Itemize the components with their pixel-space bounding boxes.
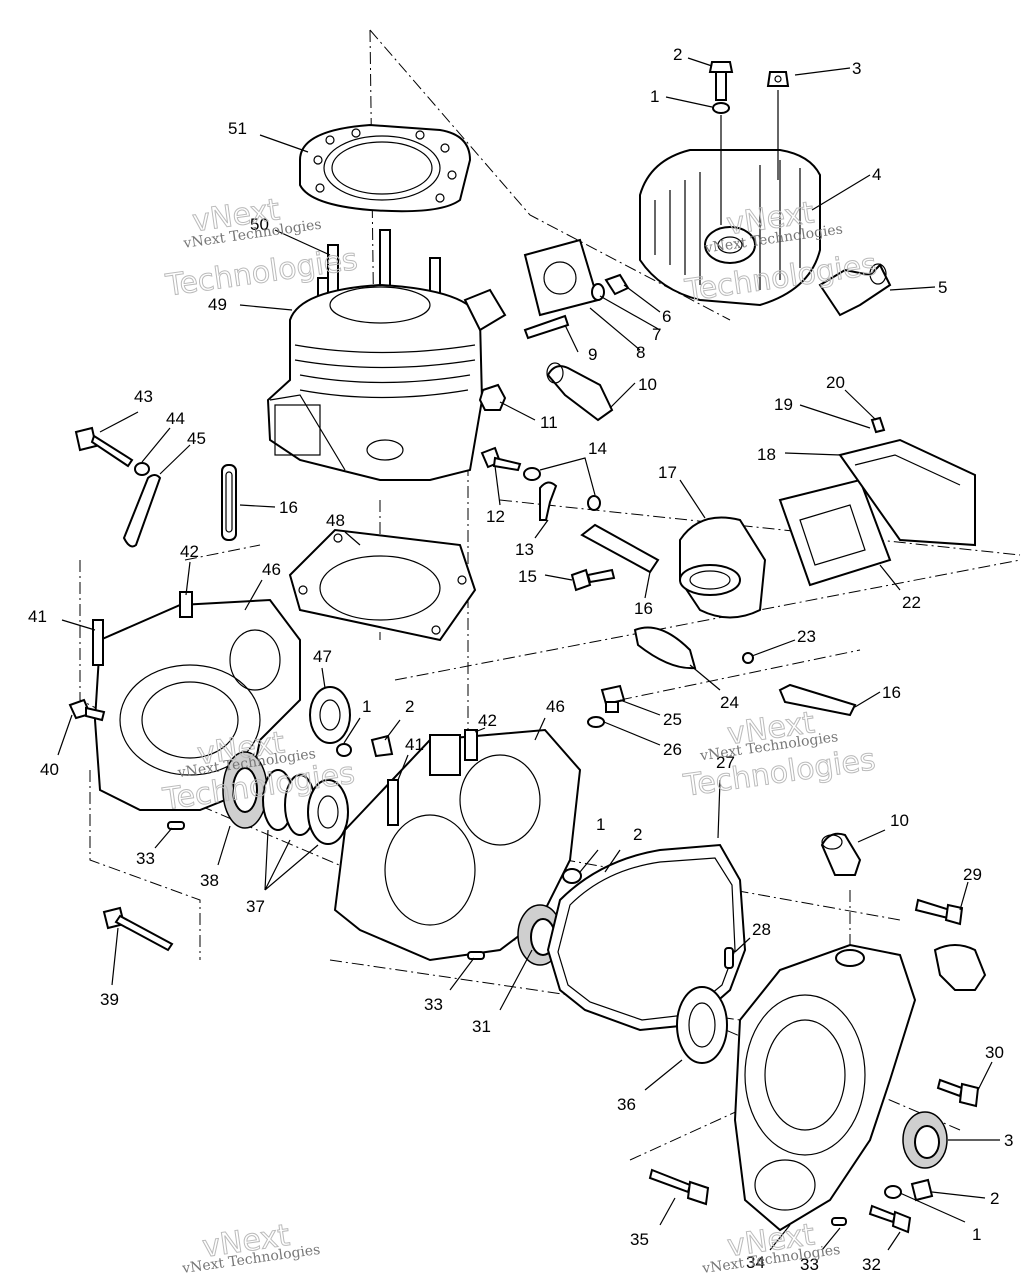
callout-48: 48 (326, 511, 345, 530)
callout-13: 13 (515, 540, 534, 559)
cover-gasket (546, 843, 747, 1032)
callout-15: 15 (518, 567, 537, 586)
callout-7: 7 (652, 325, 661, 344)
callout-1: 1 (650, 87, 659, 106)
callout-39: 39 (100, 990, 119, 1009)
callout-2: 2 (633, 825, 642, 844)
callout-46: 46 (546, 697, 565, 716)
callout-32: 32 (862, 1255, 881, 1274)
callout-3: 3 (1004, 1131, 1013, 1150)
callout-8: 8 (636, 343, 645, 362)
exhaust-gasket (523, 238, 630, 340)
callout-10: 10 (890, 811, 909, 830)
callout-33: 33 (800, 1255, 819, 1274)
callout-30: 30 (985, 1043, 1004, 1062)
plug (587, 684, 626, 728)
crankcase-cover (733, 943, 917, 1232)
callout-50: 50 (250, 215, 269, 234)
callout-20: 20 (826, 373, 845, 392)
callout-23: 23 (797, 627, 816, 646)
callout-31: 31 (472, 1017, 491, 1036)
callout-3: 3 (852, 59, 861, 78)
callout-16: 16 (279, 498, 298, 517)
callout-2: 2 (990, 1189, 999, 1208)
callout-18: 18 (757, 445, 776, 464)
callout-33: 33 (136, 849, 155, 868)
callout-43: 43 (134, 387, 153, 406)
callout-37: 37 (246, 897, 265, 916)
callout-24: 24 (720, 693, 739, 712)
pin-and-bearing (676, 947, 734, 1064)
callout-28: 28 (752, 920, 771, 939)
callout-17: 17 (658, 463, 677, 482)
callout-40: 40 (40, 760, 59, 779)
callout-10: 10 (638, 375, 657, 394)
callout-46: 46 (262, 560, 281, 579)
reed-assembly (778, 416, 976, 587)
callout-44: 44 (166, 409, 185, 428)
bearing-47 (309, 686, 351, 744)
callout-49: 49 (208, 295, 227, 314)
nut-11 (478, 383, 507, 411)
callout-4: 4 (872, 165, 881, 184)
hose-fitting-top (546, 362, 614, 422)
elbow-fitting (818, 263, 892, 317)
callout-35: 35 (630, 1230, 649, 1249)
callout-12: 12 (486, 507, 505, 526)
callout-labels: 2 3 1 4 5 6 7 8 9 10 11 12 13 14 15 16 1… (28, 45, 1013, 1274)
callout-45: 45 (187, 429, 206, 448)
leader-lines (57, 57, 1000, 1251)
bolt-15 (570, 568, 616, 592)
callout-26: 26 (663, 740, 682, 759)
hose-fitting-right (820, 832, 987, 991)
callout-42: 42 (478, 711, 497, 730)
callout-16: 16 (634, 599, 653, 618)
bolt-40 (68, 698, 106, 722)
callout-38: 38 (200, 871, 219, 890)
callout-1: 1 (362, 697, 371, 716)
dowels (167, 821, 847, 1226)
callout-6: 6 (662, 307, 671, 326)
callout-14: 14 (588, 439, 607, 458)
callout-16: 16 (882, 683, 901, 702)
callout-41: 41 (28, 607, 47, 626)
cylinder (266, 229, 507, 481)
small-fittings (480, 446, 601, 521)
seal-and-bearings (222, 751, 349, 845)
straps (221, 464, 857, 717)
left-bolts (74, 426, 174, 952)
callout-42: 42 (180, 542, 199, 561)
base-gasket (288, 528, 477, 642)
callout-51: 51 (228, 119, 247, 138)
callout-11: 11 (540, 413, 558, 432)
callout-29: 29 (963, 865, 982, 884)
callout-9: 9 (588, 345, 597, 364)
callout-1: 1 (972, 1225, 981, 1244)
seal-right (902, 1111, 948, 1169)
callout-27: 27 (716, 753, 735, 772)
callout-36: 36 (617, 1095, 636, 1114)
callout-19: 19 (774, 395, 793, 414)
cylinder-head (639, 149, 821, 307)
callout-41: 41 (405, 735, 424, 754)
callout-25: 25 (663, 710, 682, 729)
callout-47: 47 (313, 647, 332, 666)
callout-34: 34 (746, 1253, 765, 1272)
head-fasteners (708, 61, 790, 225)
clamp (633, 626, 754, 670)
callout-33: 33 (424, 995, 443, 1014)
callout-2: 2 (673, 45, 682, 64)
callout-22: 22 (902, 593, 921, 612)
head-gasket (299, 123, 472, 213)
callout-1: 1 (596, 815, 605, 834)
callout-2: 2 (405, 697, 414, 716)
intake-manifold (679, 516, 767, 619)
callout-5: 5 (938, 278, 947, 297)
cover-bolts (648, 898, 980, 1234)
crankcase-right (333, 728, 582, 962)
